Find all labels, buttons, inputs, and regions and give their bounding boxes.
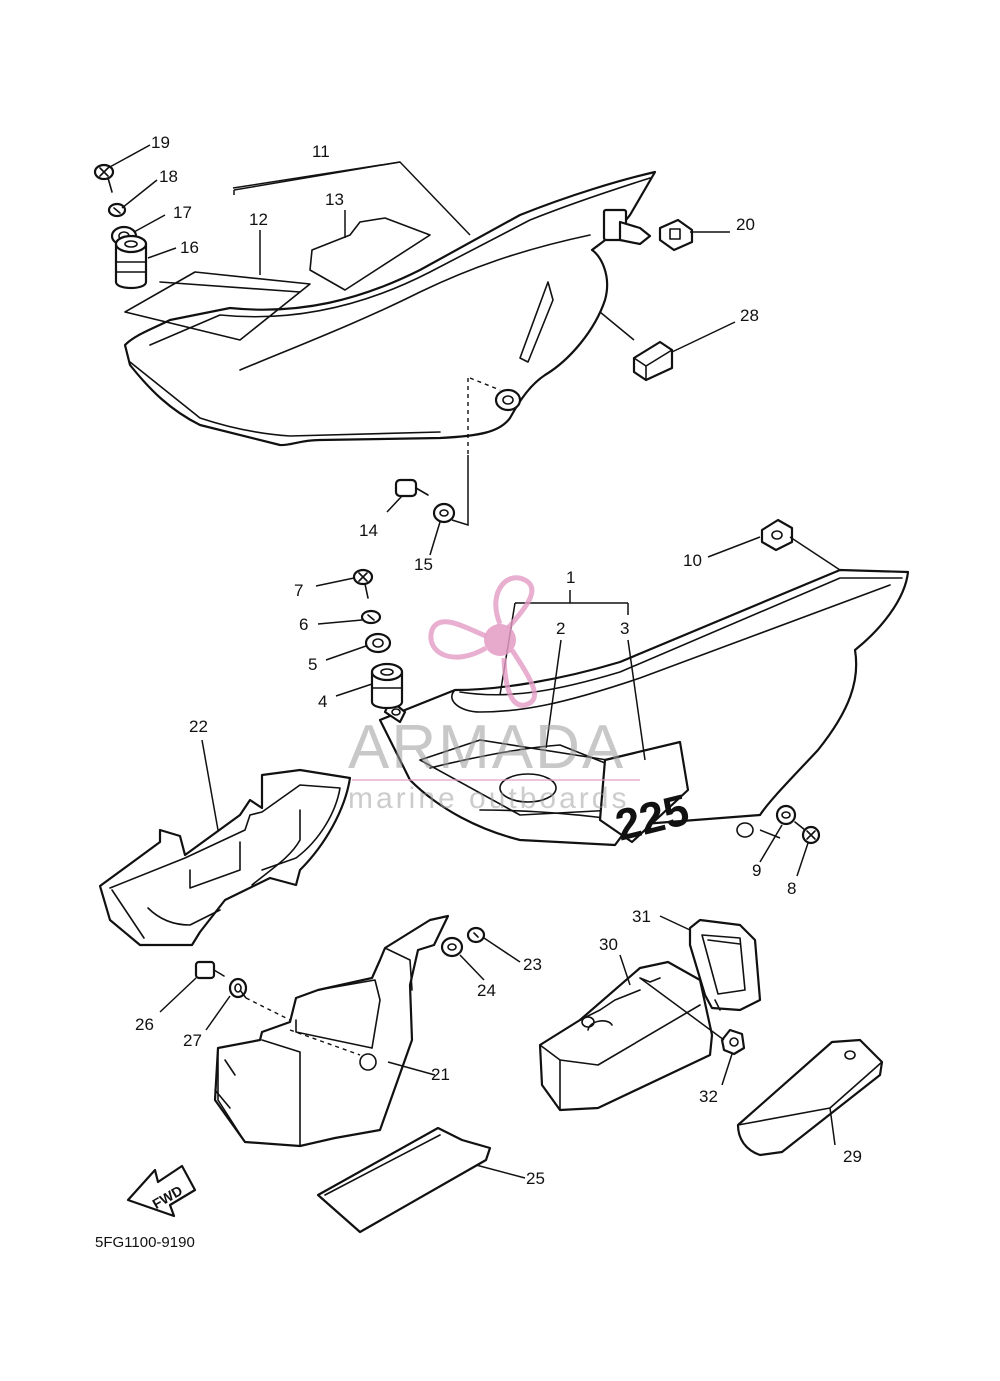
callout-9[interactable]: 9	[752, 861, 761, 880]
damper-16[interactable]	[114, 234, 148, 290]
callout-27[interactable]: 27	[183, 1031, 202, 1050]
callout-6[interactable]: 6	[299, 615, 308, 634]
propeller-blade-icon	[428, 619, 488, 660]
propeller-hub-icon	[484, 624, 516, 656]
callout-24[interactable]: 24	[477, 981, 496, 1000]
fwd-arrow-icon: FWD	[126, 1164, 197, 1218]
callout-30[interactable]: 30	[599, 935, 618, 954]
propeller-blade-icon	[501, 648, 537, 708]
collar-24[interactable]	[440, 936, 464, 958]
watermark-title: ARMADA	[348, 713, 625, 782]
callout-23[interactable]: 23	[523, 955, 542, 974]
collar-15[interactable]	[432, 502, 456, 524]
screw-8[interactable]	[794, 821, 821, 845]
watermark-subtitle: marine outboards	[348, 782, 629, 815]
callout-15[interactable]: 15	[414, 555, 433, 574]
bolt-32[interactable]	[720, 1028, 746, 1056]
callout-1[interactable]: 1	[566, 568, 575, 587]
case-30[interactable]	[538, 960, 714, 1112]
callout-13[interactable]: 13	[325, 190, 344, 209]
grommet-20[interactable]	[658, 218, 694, 252]
callout-19[interactable]: 19	[151, 133, 170, 152]
callout-8[interactable]: 8	[787, 879, 796, 898]
callout-5[interactable]: 5	[308, 655, 317, 674]
damper-4[interactable]	[370, 662, 404, 710]
callout-17[interactable]: 17	[173, 203, 192, 222]
diagram-code: 5FG1100-9190	[95, 1234, 195, 1251]
upper-side-cover[interactable]	[123, 170, 657, 527]
callout-32[interactable]: 32	[699, 1087, 718, 1106]
callout-29[interactable]: 29	[843, 1147, 862, 1166]
toolbag-29[interactable]	[736, 1038, 884, 1157]
sheet-25[interactable]	[316, 1126, 492, 1234]
bolt-23[interactable]	[466, 926, 486, 944]
callout-31[interactable]: 31	[632, 907, 651, 926]
callout-14[interactable]: 14	[359, 521, 378, 540]
grommet-10[interactable]	[760, 518, 794, 552]
callout-21[interactable]: 21	[431, 1065, 450, 1084]
bolt-26[interactable]	[194, 960, 225, 980]
callout-18[interactable]: 18	[159, 167, 178, 186]
callout-25[interactable]: 25	[526, 1169, 545, 1188]
pad-28[interactable]	[632, 340, 674, 382]
callout-2[interactable]: 2	[556, 619, 565, 638]
case-21[interactable]	[213, 914, 450, 1148]
armada-logo-watermark: ARMADA marine outboards	[348, 575, 640, 815]
callout-11[interactable]: 11	[312, 142, 330, 161]
nut-18[interactable]	[107, 202, 127, 218]
callout-7[interactable]: 7	[294, 581, 303, 600]
screw-7[interactable]	[352, 568, 374, 599]
collar-5[interactable]	[364, 632, 392, 654]
bracket-22[interactable]	[98, 768, 352, 947]
screw-19[interactable]	[93, 163, 115, 193]
callout-28[interactable]: 28	[740, 306, 759, 325]
callout-20[interactable]: 20	[736, 215, 755, 234]
callout-numbers: 1 2 3 4 5 6 7 8 9 10 11 12 13 14 15 16 1…	[135, 133, 862, 1188]
callout-16[interactable]: 16	[180, 238, 199, 257]
callout-3[interactable]: 3	[620, 619, 629, 638]
callout-10[interactable]: 10	[683, 551, 702, 570]
callout-12[interactable]: 12	[249, 210, 268, 229]
callout-22[interactable]: 22	[189, 717, 208, 736]
nut-6[interactable]	[360, 609, 382, 625]
collar-9[interactable]	[775, 804, 797, 826]
bolt-14[interactable]	[394, 478, 429, 498]
strap-31[interactable]	[688, 918, 762, 1012]
callout-4[interactable]: 4	[318, 692, 327, 711]
callout-26[interactable]: 26	[135, 1015, 154, 1034]
propeller-blade-icon	[493, 575, 535, 630]
